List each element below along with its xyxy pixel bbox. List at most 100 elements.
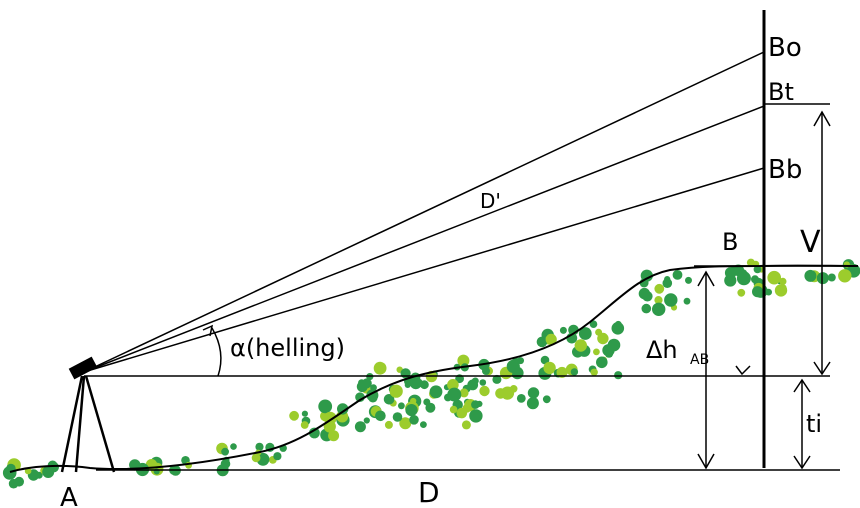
grass-tuft: [664, 276, 671, 283]
grass-tuft: [595, 328, 603, 336]
grass-tuft: [24, 467, 32, 475]
label-delta-h-subscript: AB: [690, 352, 709, 368]
grass-tuft: [542, 395, 551, 404]
grass-tuft: [654, 283, 665, 294]
grass-tuft: [724, 267, 737, 279]
label-v: V: [800, 225, 821, 260]
grass-tuft: [255, 442, 264, 451]
grass-tuft: [664, 293, 678, 307]
grass-tuft: [753, 265, 762, 274]
grass-tuft: [752, 286, 764, 298]
grass-tuft: [221, 447, 230, 456]
grass-tuft: [638, 287, 651, 300]
grass-tuft: [420, 421, 427, 428]
grass-tuft: [685, 276, 692, 284]
sight-line-middle: [83, 105, 765, 373]
grass-tuft: [652, 302, 666, 316]
grass-tuft: [506, 359, 520, 373]
grass-tuft: [457, 354, 470, 367]
grass-tuft: [589, 320, 598, 329]
grass-tuft: [405, 404, 418, 417]
grass-tuft: [375, 410, 386, 422]
grass-tuft: [574, 339, 587, 352]
label-d: D: [418, 476, 440, 508]
grass-tuft: [318, 399, 333, 414]
grass-tuft: [479, 379, 487, 386]
grass-tuft: [337, 403, 349, 415]
grass-tuft: [607, 338, 621, 352]
grass-tuft: [469, 409, 483, 423]
label-a: A: [60, 483, 78, 508]
grass-tuft: [230, 443, 237, 450]
grass-tuft: [392, 412, 403, 422]
grass-tuft: [420, 380, 429, 390]
grass-tuft: [354, 421, 366, 433]
grass-tuft: [804, 269, 817, 282]
grass-tuft: [641, 303, 652, 314]
grass-tuft: [545, 333, 557, 345]
grass-tuft: [593, 348, 600, 356]
grass-tuft: [774, 284, 788, 297]
grass-tuft: [492, 374, 502, 384]
grass-tuft: [570, 368, 579, 376]
instrument: [68, 356, 98, 380]
grass-tuft: [363, 417, 370, 424]
grass-tuft: [471, 377, 479, 385]
grass-tuft: [373, 361, 387, 375]
grass-tuft: [309, 427, 320, 439]
grass-tuft: [543, 361, 556, 375]
grass-tuft: [737, 288, 746, 297]
grass-tuft: [746, 258, 755, 267]
grass-tuft: [273, 452, 282, 461]
grass-tuft: [590, 368, 598, 376]
tripod: [60, 356, 116, 473]
grass-tuft: [517, 357, 524, 365]
grass-tuft: [597, 332, 609, 345]
grass-tuft: [500, 386, 515, 400]
grass-tuft: [404, 382, 411, 388]
grass-tuft: [409, 377, 422, 390]
grass-tuft: [447, 387, 462, 402]
grass-tuft: [614, 371, 623, 380]
grass-tuft: [683, 297, 691, 305]
grass-tuft: [410, 397, 417, 405]
grass-tuft: [42, 466, 55, 478]
grass-tuft: [816, 272, 829, 285]
grass-tuft: [14, 476, 24, 487]
grass-tuft: [827, 273, 836, 282]
grass-tuft: [301, 410, 308, 417]
delta-h-dimension: [697, 270, 715, 470]
grass-tuft: [429, 385, 443, 399]
grass-tuft: [462, 403, 472, 413]
grass-tuft: [479, 385, 490, 397]
grass-tuft: [328, 430, 340, 442]
grass-tuft: [736, 271, 751, 286]
grass-tuft: [425, 402, 436, 413]
grass-tuft: [398, 402, 405, 410]
grass-tuft: [559, 326, 567, 334]
grass-tuft: [578, 327, 592, 340]
grass-tuft: [409, 415, 419, 425]
grass-tuft: [461, 420, 471, 430]
grass-tuft: [529, 397, 539, 407]
v-dimension: [813, 110, 831, 376]
grass-tuft: [611, 322, 625, 335]
label-delta-h: Δh: [646, 336, 678, 364]
grass-tuft: [300, 421, 309, 429]
grass-tuft: [672, 270, 683, 280]
ti-dimension: [793, 378, 811, 470]
grass-tuft: [765, 288, 772, 296]
label-angle: α(helling): [230, 334, 345, 362]
grass-tuft: [476, 400, 483, 407]
ground-line: [9, 264, 859, 473]
angle-arc: [211, 327, 222, 377]
grass-tuft: [449, 405, 458, 414]
grass-tuft: [289, 410, 299, 421]
delta-h-tick: [735, 365, 751, 376]
label-bo: Bo: [768, 33, 802, 63]
grass-tuft: [536, 336, 548, 348]
label-ti: ti: [806, 410, 822, 438]
grass-vegetation: [2, 258, 860, 489]
sight-line-bottom: [83, 167, 765, 373]
